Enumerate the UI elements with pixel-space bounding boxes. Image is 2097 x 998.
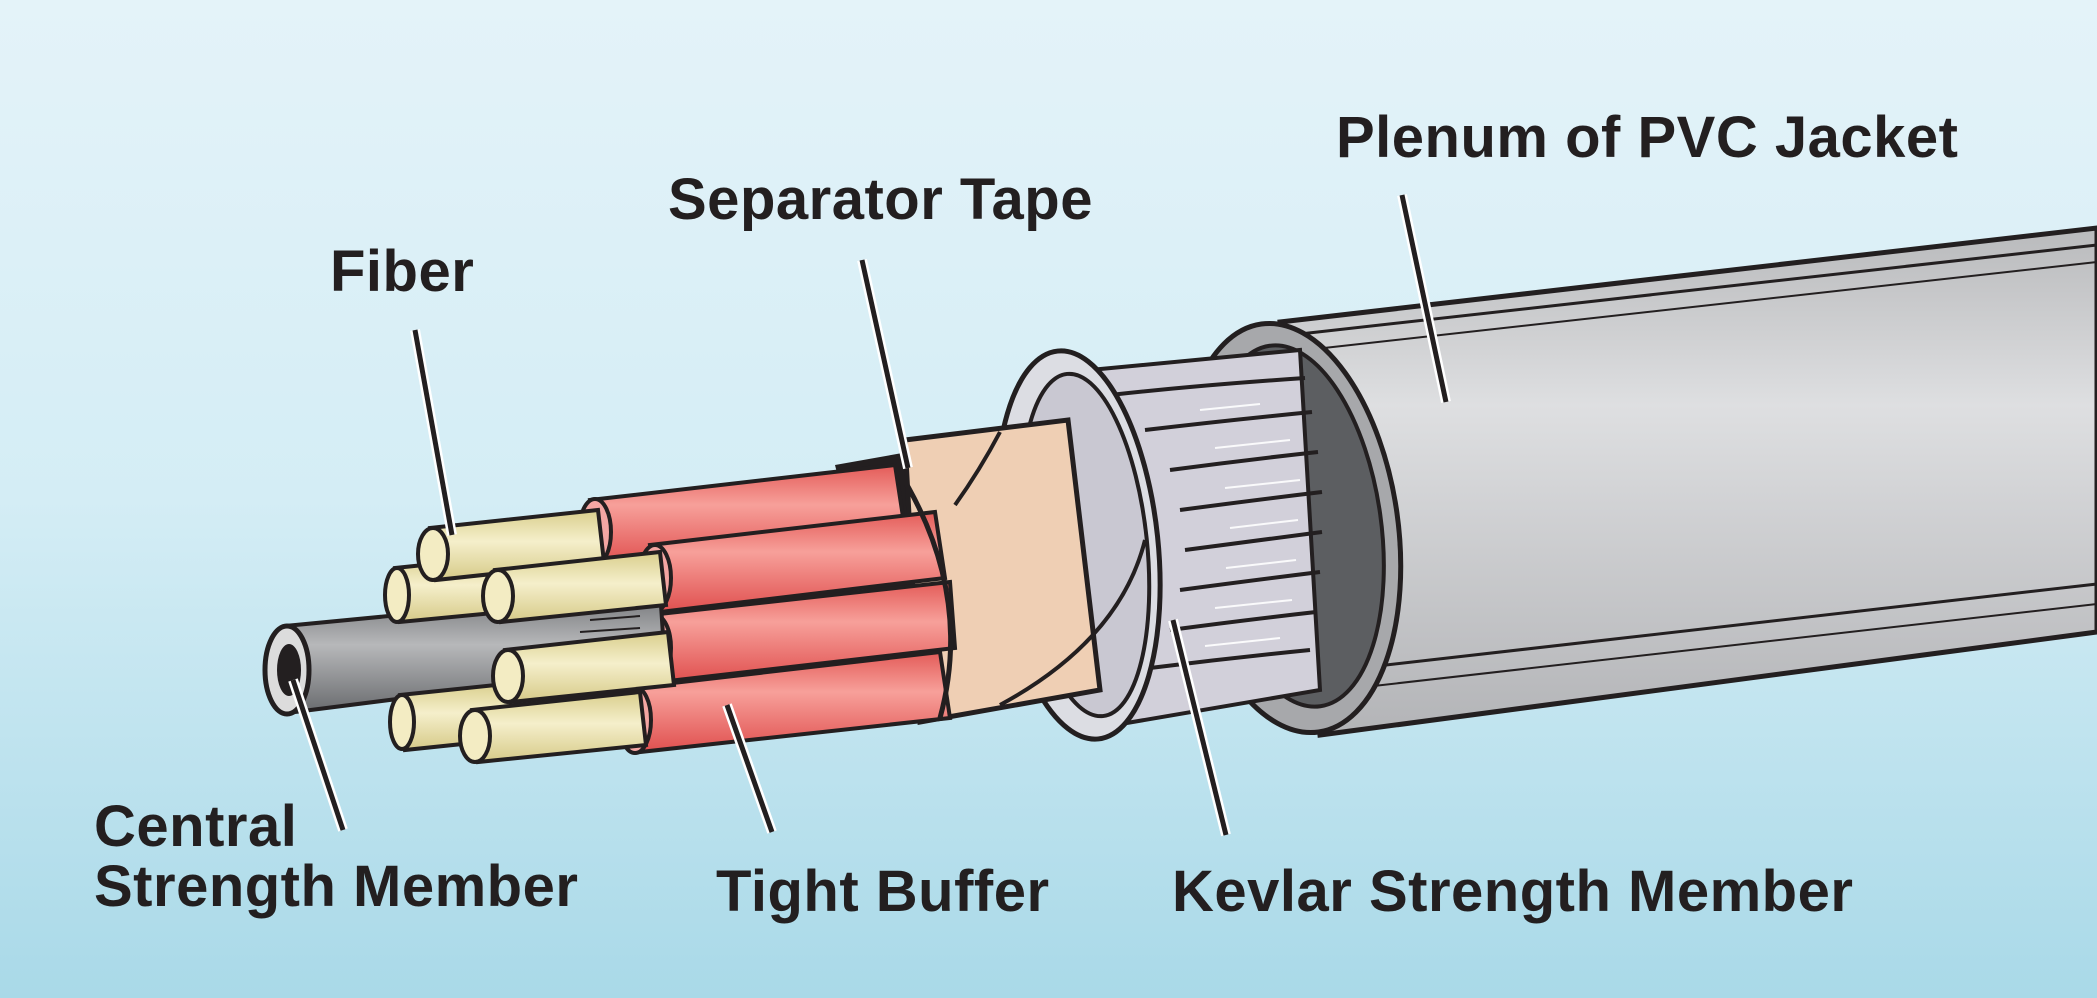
leader-kevlar bbox=[1168, 618, 1231, 837]
label-central-line-2: Strength Member bbox=[94, 854, 579, 919]
fiber-3 bbox=[491, 629, 677, 705]
label-fiber: Fiber bbox=[330, 239, 475, 304]
tight-buffer-group bbox=[577, 462, 958, 755]
fiber-4 bbox=[458, 689, 649, 765]
leader-jacket bbox=[1397, 193, 1451, 404]
label-separator-tape: Separator Tape bbox=[668, 167, 1093, 232]
leader-central-strength-member bbox=[288, 678, 348, 832]
fiber-group bbox=[383, 507, 677, 765]
label-kevlar-strength-member: Kevlar Strength Member bbox=[1172, 859, 1854, 924]
label-central-line-1: Central bbox=[94, 794, 298, 859]
label-central-strength-member: Central Strength Member bbox=[94, 797, 578, 917]
leader-fiber bbox=[410, 329, 457, 536]
leader-separator-tape bbox=[857, 258, 913, 470]
label-tight-buffer: Tight Buffer bbox=[716, 859, 1050, 924]
label-pvc-jacket: Plenum of PVC Jacket bbox=[1336, 105, 1959, 170]
leader-lines bbox=[288, 193, 1451, 837]
fiber-2 bbox=[481, 549, 669, 625]
leader-tight-buffer bbox=[722, 703, 777, 834]
